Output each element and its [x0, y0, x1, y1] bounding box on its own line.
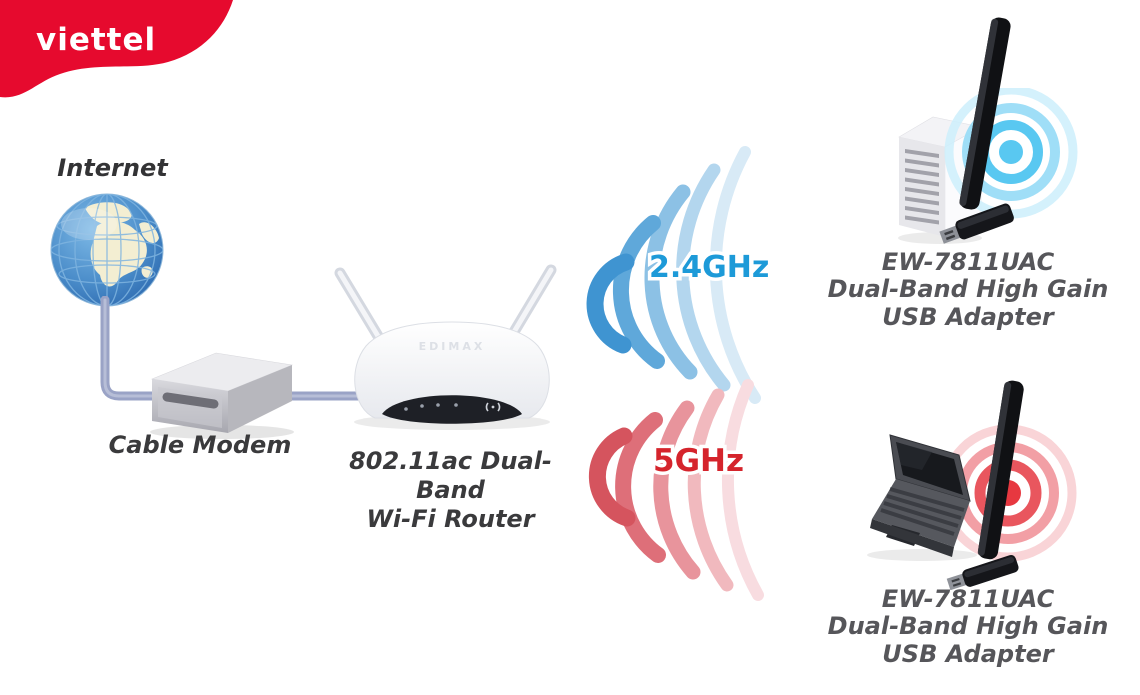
cable-modem-label: Cable Modem: [108, 431, 292, 459]
globe-gridlines: [51, 194, 163, 306]
laptop-icon: [867, 434, 977, 561]
viettel-logo: [0, 0, 233, 98]
band-24ghz-text: 2.4GHz: [649, 250, 770, 285]
viettel-logo-swoosh: [0, 0, 233, 98]
adapter-bottom-label: EW-7811UAC Dual-Band High Gain USB Adapt…: [827, 585, 1109, 668]
modem-side-face: [228, 365, 292, 433]
band-5ghz-text: 5GHz: [653, 443, 745, 479]
usb-adapter-body: [939, 203, 1014, 244]
cable-sheen: [103, 298, 383, 398]
usb-adapter-bottom-icon: [946, 380, 1024, 590]
adapter-top-label: EW-7811UAC Dual-Band High Gain USB Adapt…: [827, 248, 1109, 331]
antenna-blade: [959, 17, 1011, 210]
antenna-blade: [977, 380, 1024, 560]
laptop-screen-glare: [896, 442, 932, 470]
usb-adapter-top-icon: [939, 17, 1014, 244]
modem-slot: [162, 392, 219, 409]
router-body: [354, 321, 550, 419]
viettel-logo-text: viettel: [36, 22, 157, 58]
router-brand-text: EDIMAX: [419, 340, 486, 353]
cable-modem-icon: [150, 352, 294, 439]
band-24ghz-label: 2.4GHz 2.4GHz: [645, 247, 772, 289]
globe-highlight: [61, 208, 117, 240]
router-front-panel: [382, 395, 522, 424]
wifi-waves-24ghz-icon: [586, 146, 761, 404]
globe-icon: [50, 193, 164, 307]
router-wifi-indicator: [485, 402, 501, 412]
router-led-lights: [404, 403, 458, 411]
internet-label: Internet: [57, 154, 168, 182]
band-24ghz-outline: 2.4GHz: [645, 247, 772, 289]
band-5ghz-outline: 5GHz: [649, 440, 747, 483]
laptop-front-edge: [870, 519, 954, 557]
router-icon: EDIMAX: [334, 264, 557, 430]
tower-vent-slots: [905, 149, 939, 225]
laptop-keyboard-rows: [880, 487, 965, 536]
wifi-waves-5ghz-icon: [588, 379, 764, 601]
network-cable: [100, 296, 386, 401]
router-label: 802.11ac Dual-Band Wi-Fi Router: [349, 447, 552, 533]
usb-adapter-body: [946, 554, 1019, 590]
band-5ghz-label: 5GHz 5GHz: [649, 440, 747, 483]
